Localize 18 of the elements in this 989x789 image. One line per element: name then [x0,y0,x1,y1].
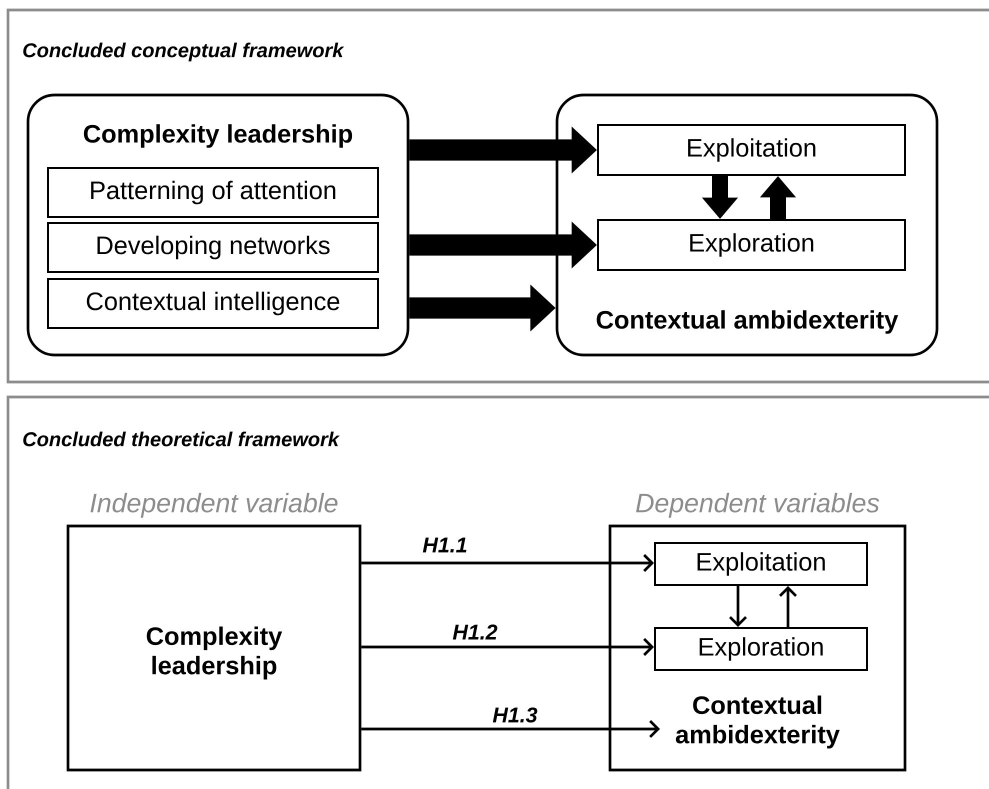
item-box: Exploration [654,627,868,671]
node-label: Independent variable [90,492,338,518]
item-box: Contextual intelligence [47,278,379,329]
item-box: Exploration [597,219,906,271]
arrow [361,638,654,656]
edge-label: H1.2 [452,624,498,640]
arrow [779,586,797,627]
arrow [361,554,654,572]
edge-label: H1.3 [492,707,538,723]
item-box: Developing networks [47,222,379,273]
variable-box: Independent variable Complexity leadership [66,492,362,772]
edge-label: H1.1 [422,538,466,552]
arrow [361,720,660,738]
item-box: Patterning of attention [47,167,379,218]
node-label: Dependent variables [636,492,880,518]
arrow [729,586,747,627]
item-box: Exploitation [654,542,868,586]
item-box: Exploitation [597,124,906,176]
